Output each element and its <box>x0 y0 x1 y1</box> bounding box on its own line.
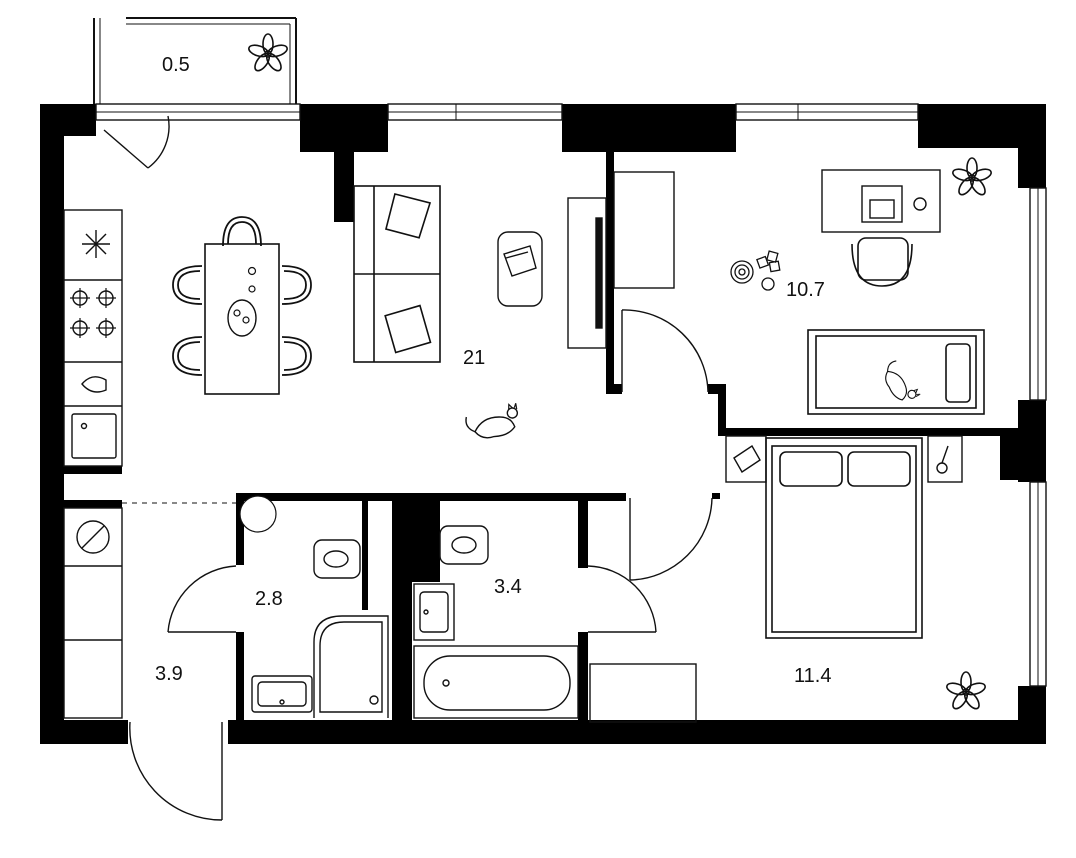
tv-cabinet-icon <box>567 197 607 349</box>
cat-icon <box>878 357 921 407</box>
cat-icon <box>463 402 522 442</box>
shower-icon <box>313 615 389 718</box>
sink-icon <box>71 413 117 459</box>
dishwasher-icon <box>81 376 107 393</box>
sink-icon <box>251 675 313 713</box>
room-area-bedroom-small: 10.7 <box>786 279 825 301</box>
office-chair-icon <box>851 237 913 287</box>
room-area-living-kitchen: 21 <box>463 347 485 369</box>
room-area-balcony: 0.5 <box>162 54 190 76</box>
desk-icon <box>821 169 941 233</box>
sink-icon <box>413 583 455 641</box>
wardrobe-icon <box>589 663 697 723</box>
balcony <box>93 17 297 104</box>
toilet-icon <box>313 539 361 579</box>
sofa-icon <box>353 185 441 363</box>
doors <box>103 115 713 821</box>
double-bed-icon <box>765 437 923 639</box>
room-area-bathroom-large: 3.4 <box>494 576 522 598</box>
windows <box>95 103 1047 687</box>
dining-table-icon <box>172 216 312 395</box>
coffee-table-icon <box>497 231 543 307</box>
plant-icon <box>246 33 290 74</box>
single-bed-icon <box>807 329 985 415</box>
room-area-bedroom-large: 11.4 <box>794 665 831 687</box>
plant-icon <box>950 157 994 198</box>
nightstand-icon <box>725 435 963 483</box>
stove-icon <box>69 287 117 339</box>
kitchen-counter <box>63 209 123 467</box>
room-area-hallway: 3.9 <box>155 663 183 685</box>
walls <box>40 104 1046 744</box>
room-area-bathroom-small: 2.8 <box>255 588 283 610</box>
plant-icon <box>944 671 988 712</box>
door-corner <box>239 495 277 533</box>
toy-blocks-icon <box>730 250 781 291</box>
fridge-icon <box>82 230 110 258</box>
toilet-icon <box>439 525 489 565</box>
washing-machine-icon <box>63 507 123 719</box>
bathtub-icon <box>413 645 579 719</box>
wardrobe-icon <box>613 171 675 289</box>
